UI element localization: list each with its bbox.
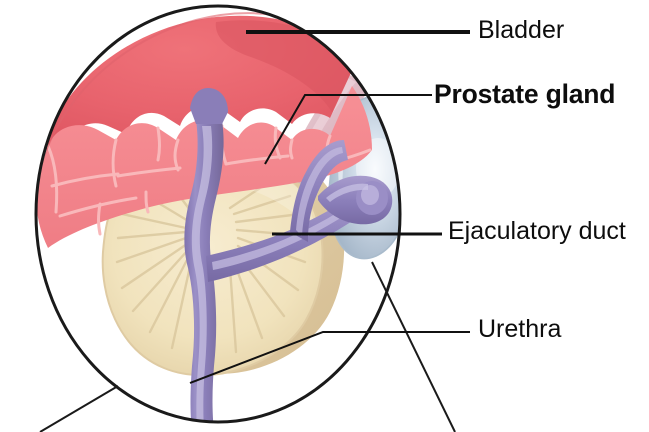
ejaculatory-duct-ampulla (318, 175, 393, 225)
magnifier-outline (34, 4, 456, 432)
label-prostate-gland: Prostate gland (434, 79, 616, 109)
label-bladder: Bladder (478, 16, 565, 44)
leader-line-urethra (189, 331, 470, 384)
ejaculatory-duct (206, 140, 393, 282)
label-ejaculatory-duct: Ejaculatory duct (448, 217, 626, 245)
label-urethra: Urethra (478, 315, 562, 343)
magnifier-handle-right (371, 261, 456, 432)
urethra (184, 88, 228, 422)
leader-lines (189, 30, 470, 384)
magnifier-handle-left (39, 385, 119, 432)
leader-line-prostate (264, 94, 432, 165)
